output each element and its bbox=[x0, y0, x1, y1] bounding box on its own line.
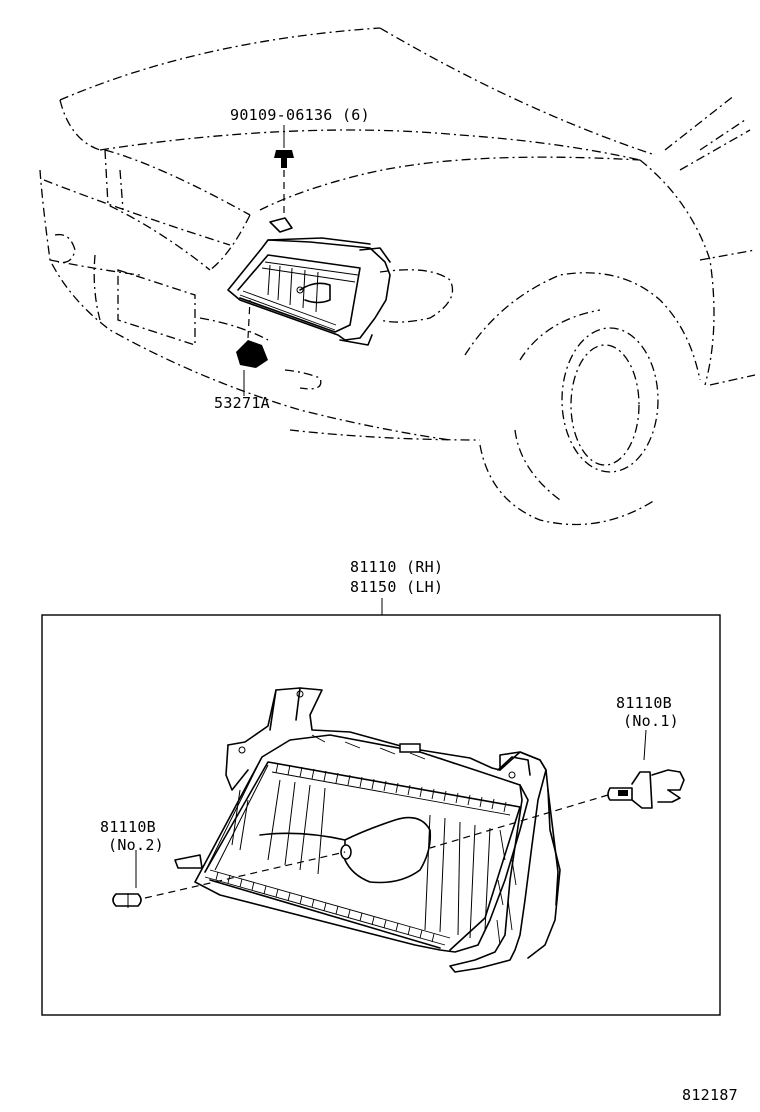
vehicle-headlamp bbox=[227, 217, 391, 346]
bolt-part bbox=[274, 125, 294, 218]
bulb2-no-label: (No.2) bbox=[108, 836, 164, 854]
bracket-label: 53271A bbox=[214, 394, 270, 412]
bulb2-part-label: 81110B bbox=[100, 818, 156, 836]
bulb-no1 bbox=[429, 729, 685, 849]
bulb-no2 bbox=[112, 850, 346, 908]
diagram-id-label: 812187 bbox=[682, 1086, 738, 1104]
bolt-label: 90109-06136 (6) bbox=[230, 106, 370, 124]
assembly-lh-label: 81150 (LH) bbox=[350, 578, 444, 596]
bulb1-part-label: 81110B bbox=[616, 694, 672, 712]
headlamp-assembly bbox=[174, 687, 561, 973]
bracket-part bbox=[236, 299, 268, 396]
assembly-rh-label: 81110 (RH) bbox=[350, 558, 444, 576]
bulb1-no-label: (No.1) bbox=[623, 712, 679, 730]
vehicle-outline bbox=[39, 27, 756, 526]
detail-frame bbox=[41, 614, 721, 1016]
